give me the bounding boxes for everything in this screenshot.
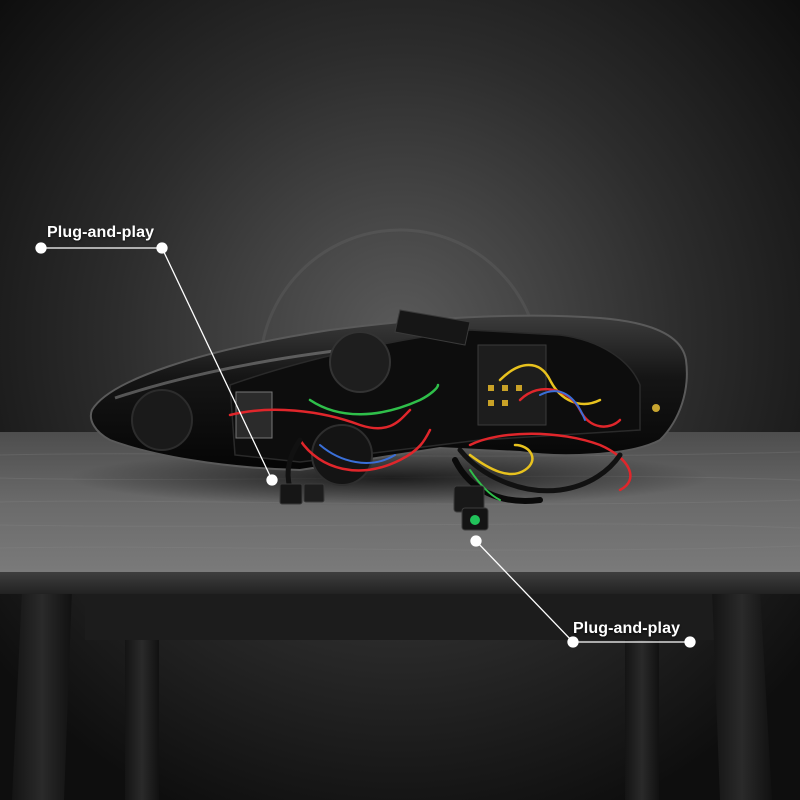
callout-label-top: Plug-and-play xyxy=(47,224,155,241)
table-edge xyxy=(0,572,800,594)
connector-indicator xyxy=(470,515,480,525)
mount-bracket xyxy=(394,309,471,346)
taillight xyxy=(90,309,688,486)
rubber-cap-top xyxy=(329,331,391,393)
callout-label-bottom: Plug-and-play xyxy=(573,620,681,637)
driver-module xyxy=(235,391,273,439)
connector-right xyxy=(453,485,489,531)
rubber-cap-left xyxy=(131,389,193,451)
connector-left xyxy=(279,483,325,505)
table-leg-front-left xyxy=(12,590,72,800)
callout-bottom-line xyxy=(470,535,696,648)
table-apron xyxy=(85,590,715,640)
wiring-harness xyxy=(228,363,632,504)
board-pins xyxy=(488,385,522,406)
callout-top-line xyxy=(35,242,278,486)
table-leg-front-right xyxy=(712,590,772,800)
rubber-cap-bottom xyxy=(311,424,373,486)
mount-screw xyxy=(652,404,660,412)
